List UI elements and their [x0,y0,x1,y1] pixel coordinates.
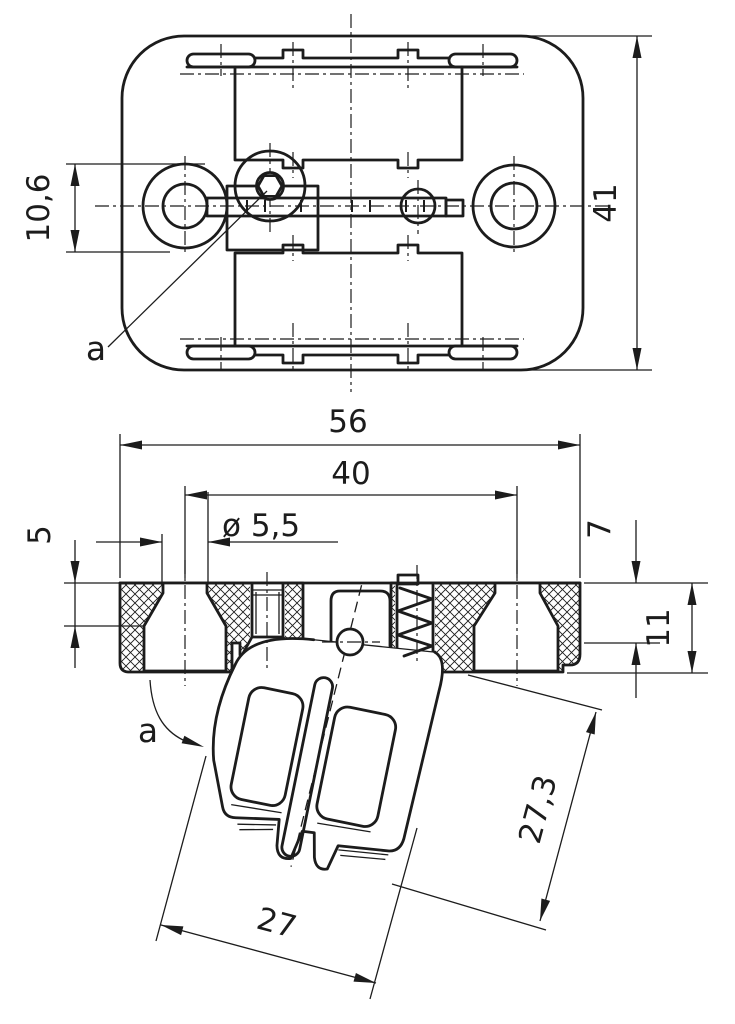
arrowhead [70,164,80,186]
dim-40-label: 40 [331,456,370,492]
flap-body-outline [211,637,444,871]
arrowhead [586,712,596,735]
lower-arm-bottom-edge [253,353,451,365]
section-view: 56 40 ø 5,5 5 7 [22,404,708,1000]
arrowhead [181,735,204,747]
detail-a-label-section: a [138,711,158,750]
arrowhead [208,537,230,547]
arrowhead [632,348,642,370]
detail-a-section: a [138,679,204,750]
countersink-right-outline [472,582,560,673]
dim-11-label: 11 [641,608,677,647]
hole-centerlines [184,143,515,256]
bar-tick-marks [246,200,425,212]
arrowhead [70,561,80,583]
dim-27-3-label: 27,3 [512,771,565,847]
arrowhead [140,537,162,547]
dim-56-label: 56 [328,404,367,440]
arrowhead [161,925,184,936]
hex-socket [256,174,284,198]
arrowhead [632,36,642,58]
dim-27-3-lines [391,674,603,931]
detail-a-leader [107,190,268,348]
arrowhead [70,626,80,648]
dim-7-label: 7 [582,519,618,539]
arrowhead [687,583,697,605]
dim-41-label: 41 [588,183,624,222]
section-centerlines [184,560,518,686]
dim-5-label: 5 [22,525,58,545]
dim-27: 27 [155,755,418,1000]
detail-a-label-top: a [86,329,106,368]
tab-centerlines [220,42,484,371]
spring-channel-walls [395,582,435,658]
dim-56: 56 [119,404,581,578]
dim-10-6-label: 10,6 [21,173,57,242]
dim-41: 41 [500,35,652,371]
flap-window-left [229,686,305,807]
dim-27-lines [155,755,418,1000]
dim-hole-dia: ø 5,5 [96,492,338,583]
dim-40-lines [184,486,518,578]
dim-40: 40 [184,456,518,578]
dim-5: 5 [22,525,144,668]
dim-hole-dia-label: ø 5,5 [222,508,300,544]
dim-41-lines [500,35,652,371]
arrowhead [540,898,551,921]
arrowhead [353,973,376,983]
upper-arm-top-edge [253,48,451,60]
lower-pocket-outline [233,243,464,348]
plate-outline [120,34,585,372]
dim-56-lines [119,434,581,578]
arrowhead [687,651,697,673]
dim-10-6-lines [66,163,205,253]
dim-hole-dia-lines [96,492,338,583]
dim-27-label: 27 [253,901,300,946]
arrowhead [120,440,142,450]
countersink-left-fill [144,584,226,671]
thread-hole-walls [250,582,285,639]
arrowhead [185,490,207,500]
thread-lines [252,589,283,634]
flap-axis-centerline [290,585,363,867]
arrowhead [70,230,80,252]
dim-7: 7 [582,519,708,698]
spring-seat-circle [399,187,437,225]
arrowhead [631,643,641,665]
upper-pocket-outline [233,65,464,170]
detail-a-leader-curve [149,679,184,741]
slide-bar-step [444,198,465,218]
countersink-right-fill [474,584,558,671]
dim-7-lines [584,520,708,698]
dim-10-6: 10,6 [21,163,205,253]
flap-window-right [315,705,398,828]
arrowhead [495,490,517,500]
dim-11: 11 [567,583,708,674]
arrowhead [631,561,641,583]
spring-coil [396,586,434,658]
flap-edge-detail-lines [231,803,389,861]
top-view: 10,6 41 a [21,14,652,392]
arrowhead [558,440,580,450]
